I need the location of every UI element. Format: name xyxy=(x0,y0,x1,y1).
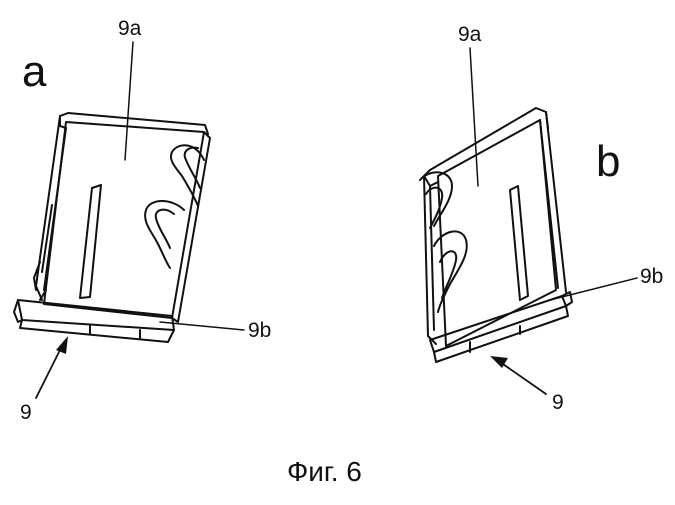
panel-a-label-9b: 9b xyxy=(248,320,271,341)
panel-b-letter: b xyxy=(596,140,620,184)
leader-b-9b xyxy=(550,278,637,300)
clip-a-plate xyxy=(44,122,204,318)
arrow-b xyxy=(490,356,546,394)
clip-a-spring-lower xyxy=(145,201,184,268)
arrow-a xyxy=(36,336,68,398)
clip-b-spring-lower xyxy=(434,231,467,312)
clip-part-b-drawing xyxy=(420,108,572,362)
figure-caption: Фиг. 6 xyxy=(287,458,362,486)
panel-a-label-9a: 9a xyxy=(118,18,141,39)
panel-a-letter: a xyxy=(22,50,46,94)
leader-b-9a xyxy=(470,48,478,186)
clip-b-top-rim xyxy=(430,108,548,170)
panel-b-label-9a: 9a xyxy=(458,24,481,45)
panel-a-label-9: 9 xyxy=(20,402,32,423)
leader-a-9a xyxy=(125,42,133,160)
panel-b-label-9: 9 xyxy=(552,392,564,413)
clip-a-slot xyxy=(80,185,101,298)
clip-part-a-drawing xyxy=(14,113,210,342)
panel-b-label-9b: 9b xyxy=(640,266,663,287)
clip-b-slot xyxy=(510,186,528,300)
